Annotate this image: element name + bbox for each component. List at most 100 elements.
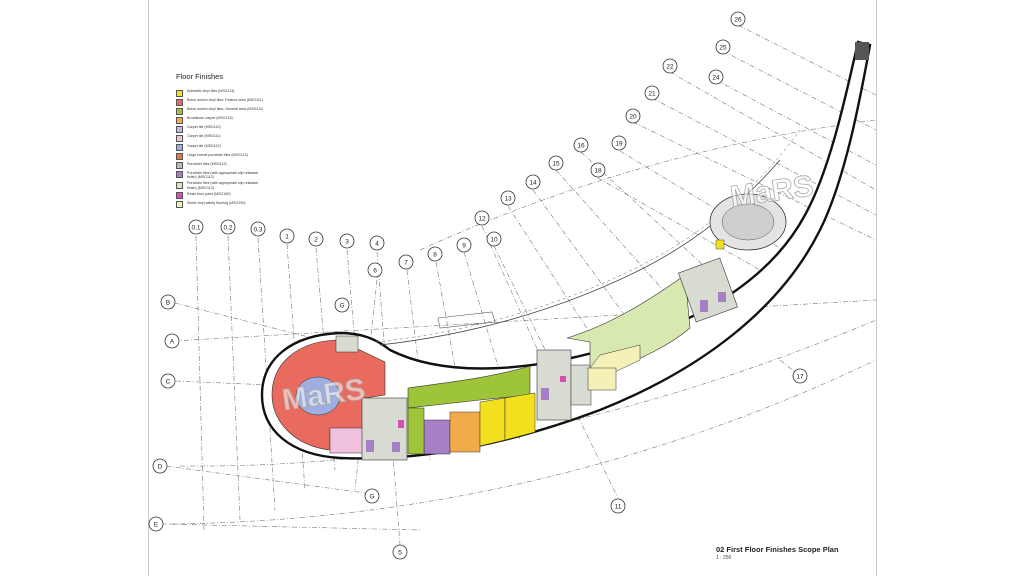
grid-bubble (625, 108, 641, 124)
west-core-pink (398, 420, 404, 428)
grid-label: 12 (478, 215, 486, 222)
legend-item: Large format porcelain tiles (MSG113) (176, 153, 264, 161)
grid-bubble (152, 458, 168, 474)
grid-label: E (154, 521, 159, 528)
grid-bubble (339, 233, 355, 249)
grid-bubble (164, 333, 180, 349)
legend-item: Resin floor paint (MSG180) (176, 192, 264, 200)
cream-room-2 (587, 367, 617, 391)
grid-bubble (730, 11, 746, 27)
grid-bubble (367, 262, 383, 278)
legend-swatch (176, 201, 183, 209)
legend-item: Carpet tile (MSG111) (176, 134, 264, 142)
legend-swatch (176, 144, 183, 152)
grid-bubble (708, 69, 724, 85)
purple-carpet-room (423, 419, 451, 455)
grid-label: 18 (594, 167, 602, 174)
grid-bubble (279, 228, 295, 244)
grid-bubble (486, 231, 502, 247)
legend-swatch (176, 192, 183, 200)
orange-carpet-room (449, 411, 481, 453)
grid-bubble (474, 210, 490, 226)
grid-bubble (188, 219, 204, 235)
grid-bubble (611, 135, 627, 151)
column-line (375, 129, 801, 343)
legend-label: Sheet vinyl safety flooring (MSG150) (187, 200, 246, 205)
grid-bubble (308, 231, 324, 247)
legend-label: Bolon woven vinyl tiles: Feature area (M… (187, 98, 263, 103)
legend-label: Porcelain tiles (with appropriate slip r… (187, 170, 259, 180)
grid-label: 1 (285, 233, 289, 240)
grid-label: 24 (712, 74, 720, 81)
legend-label: Bolon woven vinyl tiles: General area (M… (187, 107, 264, 112)
grid-label: 21 (648, 90, 656, 97)
legend-item: Carpet tile (MSG110) (176, 125, 264, 133)
hatched-core (855, 42, 869, 60)
grid-label: 22 (666, 63, 674, 70)
legend-swatch (176, 98, 183, 106)
feature-rug (295, 376, 341, 416)
grid-label: 15 (552, 160, 560, 167)
legend-item: Bolon woven vinyl tiles: Feature area (M… (176, 98, 264, 106)
east-core (678, 257, 738, 323)
green-room-small (407, 407, 425, 455)
legend-item: Sheet vinyl safety flooring (MSG150) (176, 201, 264, 209)
grid-label: 20 (629, 113, 637, 120)
grid-bubble (364, 488, 380, 504)
legend-title: Floor Finishes (176, 72, 224, 81)
grid-label: 17 (796, 373, 804, 380)
legend-swatch (176, 125, 183, 133)
grid-bubble (456, 237, 472, 253)
lecture-yellow-room (715, 239, 725, 250)
legend-item: Bolon woven vinyl tiles: General area (M… (176, 107, 264, 115)
grid-bubble (427, 246, 443, 262)
legend-label: Carpet tile (MSG110) (187, 125, 221, 130)
grid-label: 25 (719, 44, 727, 51)
legend-item: Broadloom carpet (MSG115) (176, 116, 264, 124)
grid-label: 3 (345, 238, 349, 245)
plan-title: 02 First Floor Finishes Scope Plan (716, 545, 839, 554)
legend-swatch (176, 116, 183, 124)
grid-label: 2 (314, 236, 318, 243)
grid-label: B (166, 299, 170, 306)
sheet-border-left (148, 0, 149, 576)
grid-bubble (148, 516, 164, 532)
legend-swatch (176, 171, 183, 179)
legend-label: Large format porcelain tiles (MSG113) (187, 152, 248, 157)
grid-label: A (170, 338, 175, 345)
lecture-theatre-inner (721, 203, 775, 241)
legend-label: Antistatic vinyl tiles (MSG113) (187, 89, 235, 93)
grid-label: 6 (373, 267, 377, 274)
grid-bubble (792, 368, 808, 384)
grid-bubble (610, 498, 626, 514)
grid-bubble (398, 254, 414, 270)
grid-label: 10 (490, 236, 498, 243)
legend-items: Antistatic vinyl tiles (MSG113) Bolon wov… (176, 89, 264, 209)
grid-bubble (220, 219, 236, 235)
grid-bubble (160, 294, 176, 310)
east-core-purple-2 (718, 292, 726, 302)
grid-label: 7 (404, 259, 408, 266)
grid-bubble (334, 297, 350, 313)
west-core-purple-2 (392, 442, 400, 452)
legend-item: Porcelain tiles (MSG112) (176, 162, 264, 170)
grid-bubble (369, 235, 385, 251)
legend-label: Broadloom carpet (MSG115) (187, 116, 233, 121)
legend-item: Carpet tile (MSG112) (176, 144, 264, 152)
grid-label: 0.2 (223, 224, 232, 231)
grid-label: G (339, 302, 344, 309)
sheet-border-right (876, 0, 877, 576)
legend-swatch (176, 107, 183, 115)
pink-carpet-room (329, 427, 366, 454)
grid-label: 0.1 (191, 224, 200, 231)
grid-label: 11 (615, 503, 622, 510)
yellow-room-2 (504, 392, 536, 441)
legend-label: Carpet tile (MSG112) (187, 143, 221, 148)
grid-bubble (644, 85, 660, 101)
grid-bubble (250, 221, 266, 237)
grid-label: 16 (577, 142, 585, 149)
grid-lines (161, 24, 877, 546)
central-core-purple (541, 388, 549, 400)
grid-label: 8 (433, 251, 437, 258)
